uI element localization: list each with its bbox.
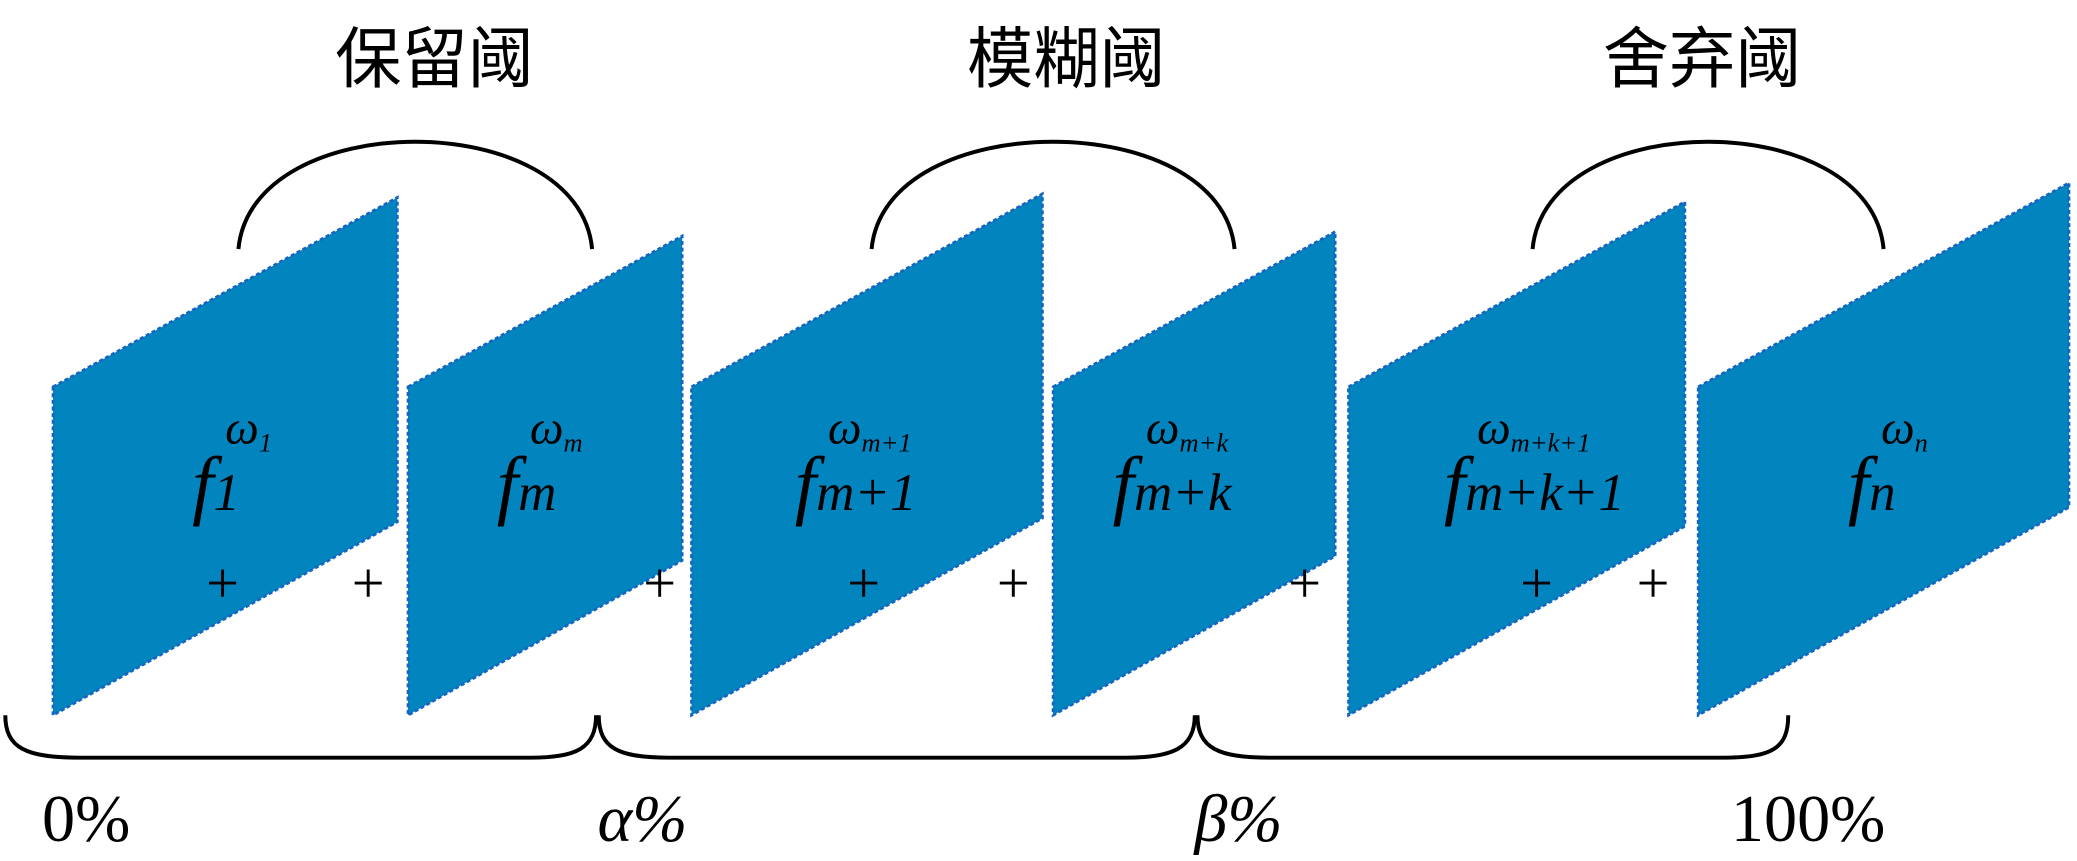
panel-shape	[51, 195, 399, 718]
plus-sign: +	[206, 551, 239, 616]
label-100-percent: 100%	[1731, 783, 1885, 856]
label-alpha-percent: α%	[597, 783, 687, 856]
label-0-percent: 0%	[42, 783, 130, 856]
panel-formula: fm+k+1	[1444, 442, 1625, 527]
plus-signs: + + + + + + + +	[206, 551, 1669, 616]
panel-superscript: ωm+k+1	[1477, 403, 1591, 458]
fuzzy-arc	[869, 139, 1237, 250]
formula-subscript: m+k+1	[1465, 464, 1625, 522]
plus-sign: +	[352, 551, 385, 616]
plus-sign: +	[1288, 551, 1321, 616]
plus-sign: +	[1520, 551, 1553, 616]
panel-superscript: ωm+k	[1146, 403, 1230, 458]
panel-superscript: ωn	[1881, 403, 1928, 458]
plus-sign: +	[847, 551, 880, 616]
feature-panel: fm+1ωm+1	[690, 191, 1044, 718]
plus-sign: +	[1637, 551, 1670, 616]
formula-subscript: 1	[213, 464, 239, 522]
retain-arc	[236, 139, 595, 250]
discard-arc	[1530, 139, 1886, 250]
formula-subscript: n	[1869, 464, 1895, 522]
discard-threshold-title: 舍弃阈	[1603, 21, 1802, 98]
feature-panel: fm+kωm+k	[1051, 229, 1337, 718]
panel-formula: fm+k	[1113, 442, 1233, 527]
panel-shape	[1347, 199, 1687, 718]
brace-beta-100	[1195, 715, 1791, 760]
plus-sign: +	[643, 551, 676, 616]
feature-panel: fm+k+1ωm+k+1	[1347, 199, 1687, 718]
formula-subscript: m	[518, 464, 556, 522]
panel-superscript: ω1	[225, 403, 272, 458]
panel-shape	[1051, 229, 1337, 718]
retain-threshold-title: 保留阈	[335, 21, 534, 98]
plus-sign: +	[997, 551, 1030, 616]
brace-alpha-beta	[596, 715, 1197, 760]
panel-superscript: ωm	[530, 403, 583, 458]
brace-0-alpha	[3, 715, 599, 760]
panel-shape	[690, 191, 1044, 718]
formula-subscript: m+1	[816, 464, 916, 522]
panel-shape	[406, 233, 684, 718]
label-beta-percent: β%	[1192, 783, 1282, 856]
panel-formula: fm+1	[795, 442, 917, 527]
formula-subscript: m+k	[1134, 464, 1233, 522]
panel-superscript: ωm+1	[828, 403, 912, 458]
fuzzy-threshold-title: 模糊阈	[967, 21, 1166, 98]
panel-shape	[1696, 180, 2071, 718]
panel-formula: fn	[1848, 442, 1896, 527]
